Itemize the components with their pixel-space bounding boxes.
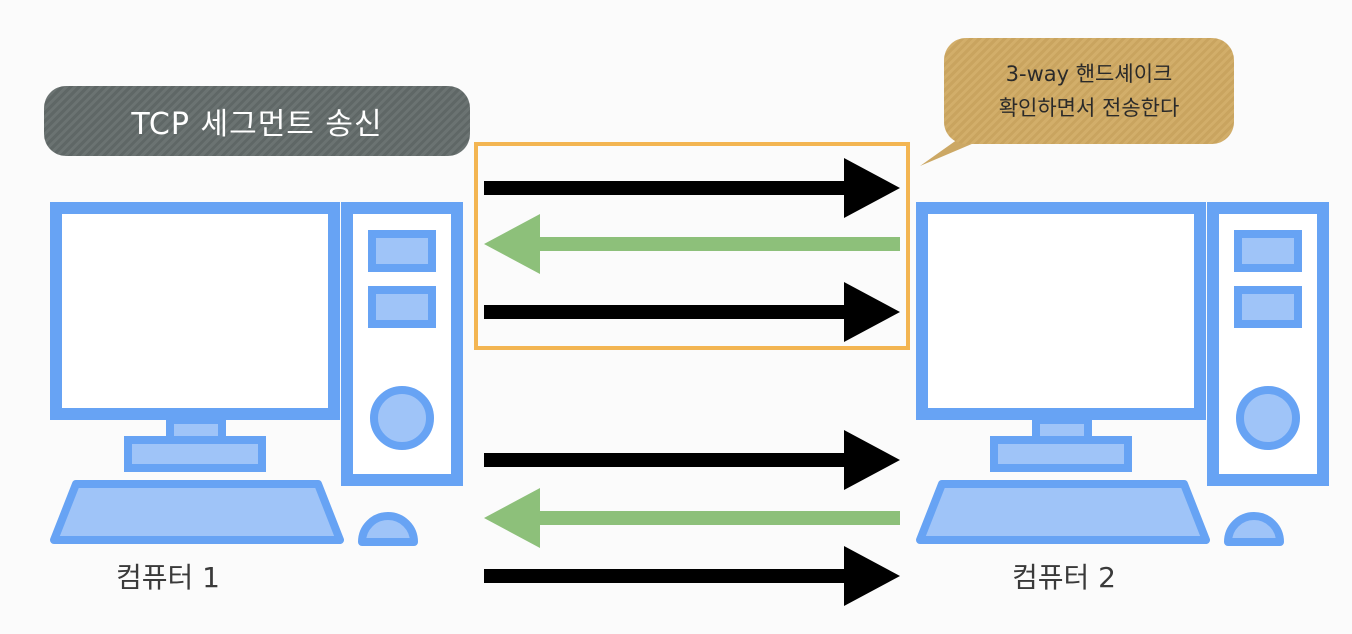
drive-bay-2b xyxy=(1234,286,1302,328)
keyboard-1 xyxy=(50,480,344,544)
mouse-1 xyxy=(358,512,418,546)
handshake-box xyxy=(474,142,910,350)
arrows xyxy=(484,158,900,606)
monitor-base-1 xyxy=(124,436,266,472)
computer-2 xyxy=(916,202,1329,546)
drive-bay-1b xyxy=(368,286,436,328)
data-arrow-2-left xyxy=(484,488,900,548)
computer-1-label: 컴퓨터 1 xyxy=(116,561,220,594)
power-button-2 xyxy=(1236,386,1300,450)
handshake-arrow-2-left xyxy=(484,214,900,274)
monitor-base-2 xyxy=(990,436,1132,472)
data-arrow-3-right xyxy=(484,546,900,606)
callout-line-2: 확인하면서 전송한다 xyxy=(998,96,1180,120)
handshake-callout: 3-way 핸드셰이크 확인하면서 전송한다 xyxy=(944,38,1234,144)
keyboard-2 xyxy=(916,480,1210,544)
drive-bay-2a xyxy=(1234,230,1302,272)
power-button-1 xyxy=(370,386,434,450)
page-title: TCP 세그먼트 송신 xyxy=(131,107,383,142)
monitor-1 xyxy=(50,202,340,420)
mouse-2 xyxy=(1224,512,1284,546)
drive-bay-1a xyxy=(368,230,436,272)
monitor-2 xyxy=(916,202,1206,420)
data-arrow-1-right xyxy=(484,430,900,490)
handshake-arrow-3-right xyxy=(484,282,900,342)
handshake-arrow-1-right xyxy=(484,158,900,218)
computer-1 xyxy=(50,202,463,546)
computer-2-label: 컴퓨터 2 xyxy=(1012,561,1116,594)
title-badge: TCP 세그먼트 송신 xyxy=(44,86,470,156)
callout-line-1: 3-way 핸드셰이크 xyxy=(1005,62,1173,86)
